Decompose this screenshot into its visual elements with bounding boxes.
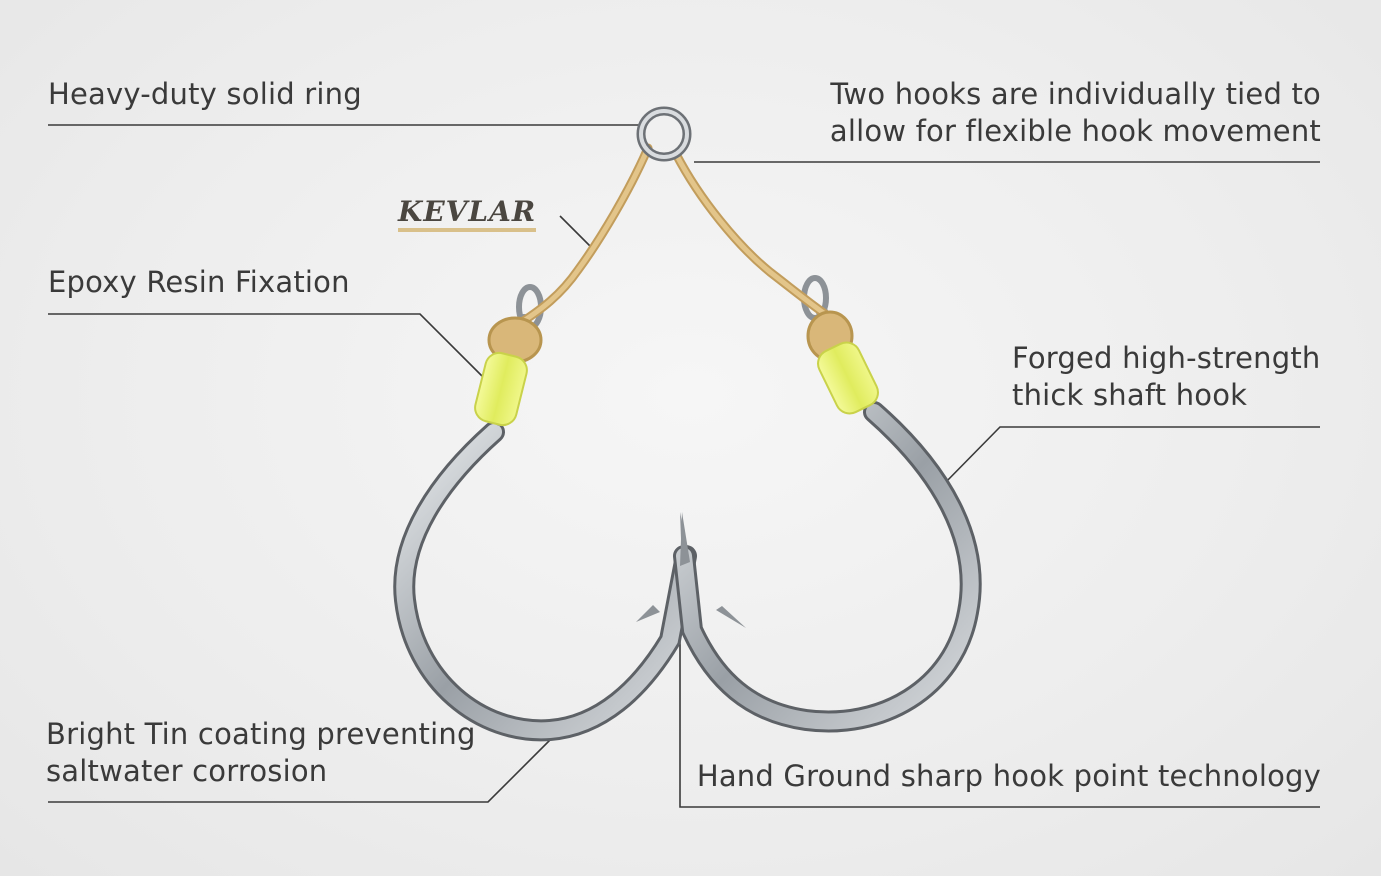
label-hook-point: Hand Ground sharp hook point technology — [696, 759, 1321, 793]
label-forged-hook: Forged high-strength thick shaft hook — [1012, 340, 1321, 414]
label-tin-line-1: Bright Tin coating preventing — [46, 717, 476, 751]
label-epoxy-fixation: Epoxy Resin Fixation — [48, 265, 350, 299]
left-hook — [393, 284, 697, 742]
label-kevlar: KEVLAR — [398, 196, 537, 232]
label-forged-line-1: Forged high-strength — [1012, 341, 1321, 375]
leader-line-epoxy — [48, 313, 485, 379]
solid-ring — [636, 106, 692, 162]
label-tin-coating: Bright Tin coating preventing saltwater … — [46, 716, 476, 790]
epoxy-sleeves — [474, 341, 879, 427]
label-heavy-duty-ring: Heavy-duty solid ring — [48, 77, 362, 111]
leader-line-kevlar — [559, 215, 593, 249]
label-tied-line-2: allow for flexible hook movement — [829, 114, 1321, 148]
kevlar-cord — [487, 143, 854, 364]
label-forged-line-2: thick shaft hook — [1012, 378, 1248, 412]
leader-line-forged — [941, 426, 1320, 487]
label-tin-line-2: saltwater corrosion — [46, 754, 328, 788]
leader-lines — [48, 124, 1320, 808]
leader-line-tin — [48, 727, 563, 803]
label-tied-line-1: Two hooks are individually tied to — [830, 77, 1321, 111]
leader-line-point — [679, 588, 1320, 808]
label-individually-tied: Two hooks are individually tied to allow… — [830, 76, 1321, 150]
